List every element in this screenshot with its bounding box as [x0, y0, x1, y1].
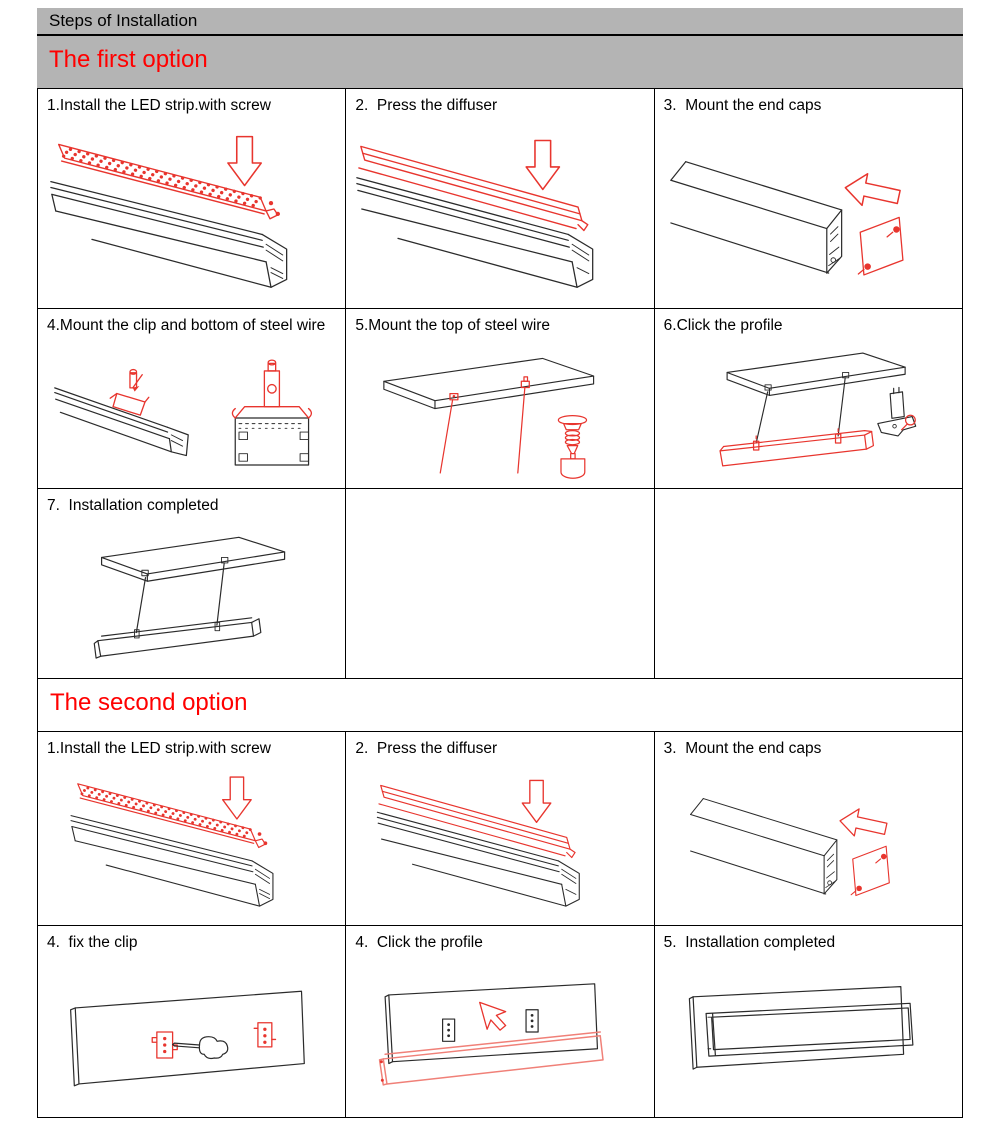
click-profile-suspended-illustration	[676, 339, 940, 480]
step-art	[38, 954, 345, 1117]
steps-table: 1.Install the LED strip.with screw 2. Pr…	[37, 88, 963, 1118]
step-art	[655, 760, 962, 925]
step-cell: 3. Mount the end caps	[654, 89, 963, 309]
header-band: Steps of Installation The first option	[37, 8, 963, 88]
installation-guide-page: Steps of Installation The first option 1…	[37, 8, 963, 1118]
second-option-heading: The second option	[38, 679, 963, 732]
step-caption: 5.Mount the top of steel wire	[355, 317, 551, 334]
step-cell: 6.Click the profile	[654, 309, 963, 489]
step-art	[38, 760, 345, 925]
empty-cell	[654, 489, 963, 679]
step-caption: 4. fix the clip	[47, 934, 138, 951]
step-caption: 7. Installation completed	[47, 497, 219, 514]
step-caption: 6.Click the profile	[663, 317, 783, 334]
step-cell: 4. Click the profile	[346, 926, 655, 1118]
first-option-heading: The first option	[49, 46, 208, 73]
step-caption: 3. Mount the end caps	[663, 97, 822, 114]
led-strip-with-screw-illustration	[66, 762, 317, 917]
step-art	[655, 337, 962, 488]
press-diffuser-illustration	[353, 119, 647, 300]
click-profile-surface-illustration	[361, 956, 639, 1109]
step-cell: 3. Mount the end caps	[654, 732, 963, 926]
step-art	[346, 954, 653, 1117]
step-art	[38, 337, 345, 488]
step-art	[38, 117, 345, 308]
led-strip-with-screw-illustration	[45, 119, 339, 300]
step-cell: 1.Install the LED strip.with screw	[38, 89, 347, 309]
step-caption: 5. Installation completed	[663, 934, 836, 951]
step-caption: 4. Click the profile	[355, 934, 483, 951]
step-art	[346, 760, 653, 925]
mount-end-caps-illustration	[689, 762, 927, 917]
step-caption: 3. Mount the end caps	[663, 740, 822, 757]
empty-cell	[346, 489, 655, 679]
step-art	[655, 117, 962, 308]
step-cell: 4.Mount the clip and bottom of steel wir…	[38, 309, 347, 489]
step-cell: 4. fix the clip	[38, 926, 347, 1118]
step-cell: 2. Press the diffuser	[346, 732, 655, 926]
page-title: Steps of Installation	[37, 8, 963, 36]
step-caption: 4.Mount the clip and bottom of steel wir…	[47, 317, 326, 334]
installation-completed-surface-illustration	[669, 956, 947, 1109]
step-art	[346, 337, 653, 488]
clip-and-bottom-of-steel-wire-illustration	[51, 339, 333, 480]
step-cell: 1.Install the LED strip.with screw	[38, 732, 347, 926]
step-cell: 5.Mount the top of steel wire	[346, 309, 655, 489]
step-caption: 1.Install the LED strip.with screw	[47, 740, 271, 757]
fix-the-clip-illustration	[53, 956, 331, 1109]
step-art	[38, 517, 345, 678]
step-art	[655, 954, 962, 1117]
top-of-steel-wire-illustration	[368, 339, 632, 480]
step-cell: 7. Installation completed	[38, 489, 347, 679]
installation-completed-suspended-illustration	[54, 519, 329, 670]
step-caption: 2. Press the diffuser	[355, 97, 498, 114]
step-caption: 2. Press the diffuser	[355, 740, 498, 757]
press-diffuser-illustration	[374, 762, 625, 917]
mount-end-caps-illustration	[669, 119, 947, 300]
step-cell: 5. Installation completed	[654, 926, 963, 1118]
step-art	[346, 117, 653, 308]
step-caption: 1.Install the LED strip.with screw	[47, 97, 271, 114]
step-cell: 2. Press the diffuser	[346, 89, 655, 309]
